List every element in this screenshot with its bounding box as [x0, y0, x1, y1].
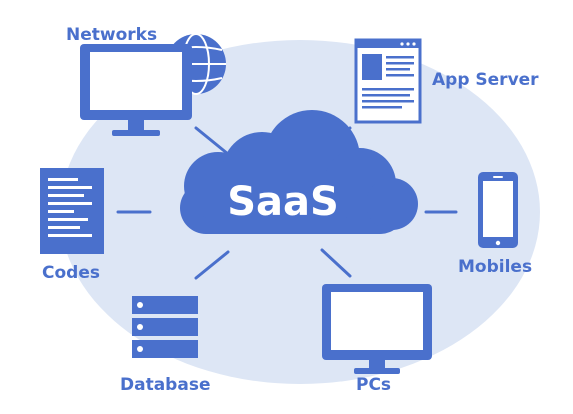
browser-window-icon	[354, 38, 422, 124]
code-document-icon	[40, 168, 104, 254]
center-label: SaaS	[227, 179, 339, 225]
networks-label: Networks	[66, 25, 157, 45]
connector-networks	[194, 126, 230, 156]
app-server-label: App Server	[432, 70, 539, 90]
mobiles-label: Mobiles	[458, 257, 532, 277]
monitor-screen	[90, 52, 182, 110]
database-server-icon	[132, 296, 198, 358]
connector-database	[194, 250, 230, 280]
pcs-label: PCs	[356, 375, 391, 395]
cloud-icon	[180, 110, 418, 234]
codes-label: Codes	[42, 263, 100, 283]
desktop-monitor-icon	[322, 284, 432, 374]
connector-pcs	[320, 248, 352, 278]
database-label: Database	[120, 375, 210, 395]
smartphone-icon	[478, 172, 518, 248]
monitor-globe-icon	[80, 33, 226, 136]
